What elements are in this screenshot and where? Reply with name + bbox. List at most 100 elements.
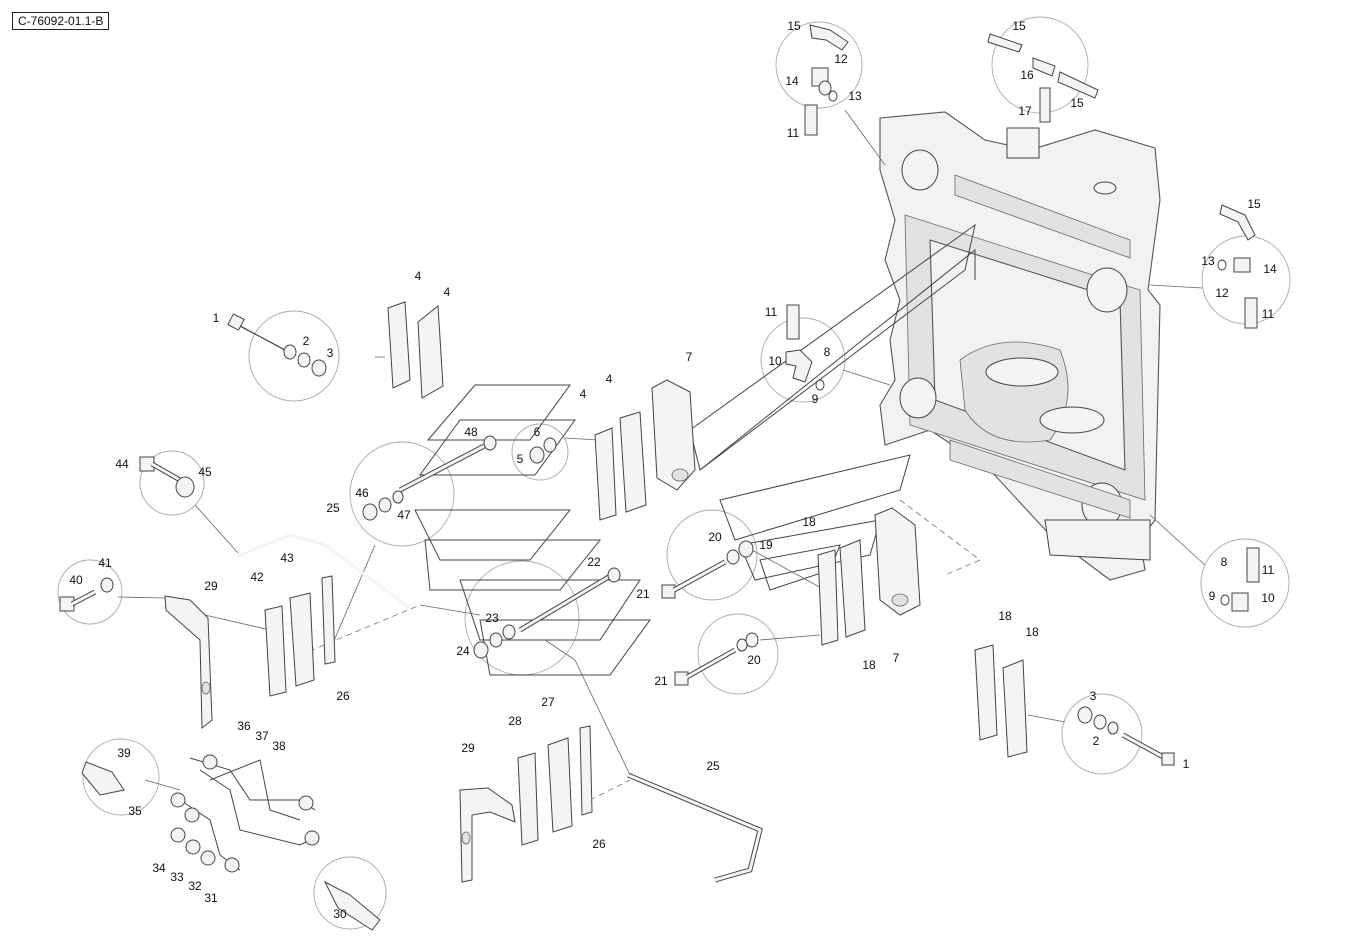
washers-23-24 [473, 624, 516, 659]
callout-17: 17 [1018, 104, 1032, 118]
callout-30: 30 [333, 907, 347, 921]
rod-25-lower [627, 772, 763, 883]
callout-4-4: 4 [580, 387, 587, 401]
callout-7-2: 7 [893, 651, 900, 665]
callout-29: 29 [204, 579, 218, 593]
callout-2: 2 [303, 334, 310, 348]
callout-13-2: 13 [1201, 254, 1215, 268]
hydraulic-fittings-middle [785, 304, 825, 391]
callout-41: 41 [98, 556, 112, 570]
bolt-1-upper [227, 313, 286, 351]
callout-16: 16 [1020, 68, 1034, 82]
callout-8: 8 [824, 345, 831, 359]
callout-6: 6 [534, 425, 541, 439]
bracket-29-left [164, 595, 213, 730]
callout-25: 25 [326, 501, 340, 515]
bracket-7-lower [874, 507, 921, 616]
callout-5: 5 [517, 452, 524, 466]
callout-10-2: 10 [1261, 591, 1275, 605]
callout-33: 33 [170, 870, 184, 884]
callout-27: 27 [541, 695, 555, 709]
pipe-fittings-30-39 [81, 754, 381, 931]
bolt-21-upper [661, 540, 754, 599]
callout-2-2: 2 [1093, 734, 1100, 748]
callout-4-3: 4 [606, 372, 613, 386]
callout-23: 23 [485, 611, 499, 625]
callout-44: 44 [115, 457, 129, 471]
callout-18-4: 18 [1025, 625, 1039, 639]
callout-3: 3 [327, 346, 334, 360]
callout-47: 47 [397, 508, 411, 522]
callout-3-2: 3 [1090, 689, 1097, 703]
callout-20-2: 20 [747, 653, 761, 667]
bolt-21-lower [674, 632, 759, 686]
callout-18: 18 [802, 515, 816, 529]
bolt-44-nut-45 [139, 456, 195, 498]
callout-15-2: 15 [1012, 19, 1026, 33]
callout-26: 26 [336, 689, 350, 703]
callout-13: 13 [848, 89, 862, 103]
callout-22: 22 [587, 555, 601, 569]
hydraulic-fittings-right-upper [1217, 204, 1258, 329]
washers-2-3-upper [283, 344, 327, 377]
callout-20: 20 [708, 530, 722, 544]
callout-15: 15 [787, 19, 801, 33]
stud-22 [518, 567, 621, 633]
callout-29-2: 29 [461, 741, 475, 755]
bracket-7-upper [651, 379, 696, 491]
callout-8-2: 8 [1221, 555, 1228, 569]
callout-35: 35 [128, 804, 142, 818]
callout-31: 31 [204, 891, 218, 905]
stud-48 [398, 435, 497, 493]
callout-4-2: 4 [444, 285, 451, 299]
callout-11-4: 11 [1262, 307, 1275, 321]
hydraulic-fittings-right-lower [1220, 547, 1260, 612]
callout-43: 43 [280, 551, 294, 565]
callout-38: 38 [272, 739, 286, 753]
callout-26-2: 26 [592, 837, 606, 851]
callout-28: 28 [508, 714, 522, 728]
callout-39: 39 [117, 746, 131, 760]
bracket-29-lower [459, 787, 516, 883]
hydraulic-fittings-top-right [987, 33, 1099, 123]
callout-1: 1 [213, 311, 220, 325]
washers-5-6 [529, 437, 557, 464]
callout-10: 10 [768, 354, 782, 368]
clamp-4-upper-pair [387, 301, 647, 521]
callout-46: 46 [355, 486, 369, 500]
bolt-1-lower [1077, 706, 1175, 766]
main-frame [879, 111, 1161, 581]
clamps-42-43-26-left [264, 575, 336, 697]
callout-11-2: 11 [787, 126, 800, 140]
callout-4: 4 [415, 269, 422, 283]
callout-18-3: 18 [998, 609, 1012, 623]
callout-40: 40 [69, 573, 83, 587]
rod-25-left [237, 533, 411, 610]
hydraulic-fittings-top-left [804, 24, 849, 136]
callout-37: 37 [255, 729, 269, 743]
callout-42: 42 [250, 570, 264, 584]
callout-15-4: 15 [1247, 197, 1261, 211]
callout-32: 32 [188, 879, 202, 893]
callout-12: 12 [834, 52, 848, 66]
callout-48: 48 [464, 425, 478, 439]
callout-34: 34 [152, 861, 166, 875]
clamps-28-27-26-lower [517, 725, 593, 846]
callout-21-2: 21 [654, 674, 668, 688]
callout-25-2: 25 [706, 759, 720, 773]
callout-1-2: 1 [1183, 757, 1190, 771]
callout-12-2: 12 [1215, 286, 1229, 300]
callout-45: 45 [198, 465, 212, 479]
bolt-40-washer-41 [59, 577, 114, 612]
diagram-reference-code: C-76092-01.1-B [12, 12, 110, 30]
callout-15-3: 15 [1070, 96, 1084, 110]
callout-14: 14 [785, 74, 799, 88]
callout-7: 7 [686, 350, 693, 364]
callout-11: 11 [765, 305, 778, 319]
leader-lines [117, 109, 1206, 791]
callout-labels: 1122334444567788991010111111111212131314… [69, 19, 1277, 921]
callout-21: 21 [636, 587, 650, 601]
clamp-18-right-pair [817, 539, 1028, 758]
